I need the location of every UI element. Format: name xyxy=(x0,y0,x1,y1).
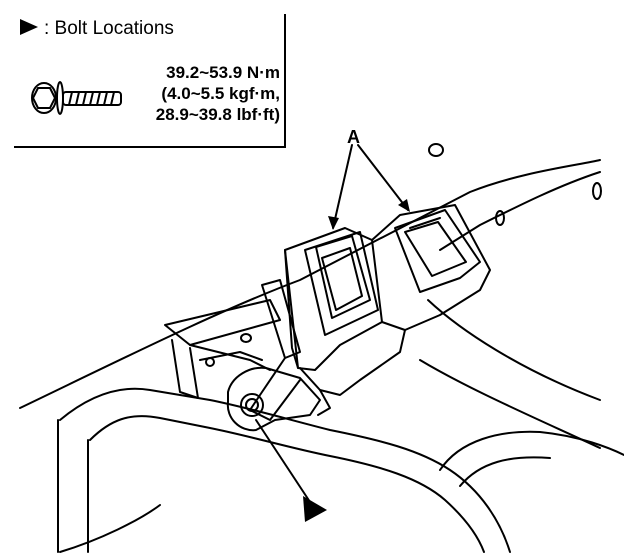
torque-spec: 39.2~53.9 N·m (4.0~5.5 kgf·m, 28.9~39.8 … xyxy=(122,62,280,125)
triangle-marker-icon xyxy=(20,19,38,35)
seat-cushion-inner-edge xyxy=(427,299,601,401)
right-buckle-slot xyxy=(394,209,481,293)
callout-label-a: A xyxy=(347,127,360,147)
seat-cushion-edge xyxy=(439,171,601,251)
seat-hole-3 xyxy=(495,210,505,226)
buckle-strap xyxy=(261,279,301,359)
bolt-callout-line xyxy=(255,419,313,506)
callout-arrow-left xyxy=(328,216,339,230)
anchor-bolt-head xyxy=(240,393,264,417)
buckle-housing xyxy=(299,329,406,396)
callout-line-a-right xyxy=(357,144,409,211)
seat-cushion-outline xyxy=(19,159,601,409)
anchor-plate xyxy=(226,366,321,432)
bolt-locations-legend: : Bolt Locations 39.2~53.9 N·m (4.0~5.5 … xyxy=(14,14,286,148)
bolt-icon xyxy=(31,81,122,115)
torque-line-3: 28.9~39.8 lbf·ft) xyxy=(155,105,280,124)
torque-line-1: 39.2~53.9 N·m xyxy=(166,63,280,82)
legend-title-text: : Bolt Locations xyxy=(44,18,174,39)
lower-cushion-outline xyxy=(59,387,511,553)
seat-hole-2 xyxy=(592,182,602,200)
callout-arrow-right xyxy=(398,199,410,212)
torque-line-2: (4.0~5.5 kgf·m, xyxy=(161,84,280,103)
callout-line-a-left xyxy=(332,144,353,229)
bolt-location-marker-icon xyxy=(303,496,327,522)
mounting-bracket xyxy=(164,299,281,346)
legend-title: : Bolt Locations xyxy=(20,18,174,40)
seat-hole-1 xyxy=(428,143,444,157)
left-buckle-slot xyxy=(315,235,371,319)
right-buckle-body xyxy=(371,204,491,331)
